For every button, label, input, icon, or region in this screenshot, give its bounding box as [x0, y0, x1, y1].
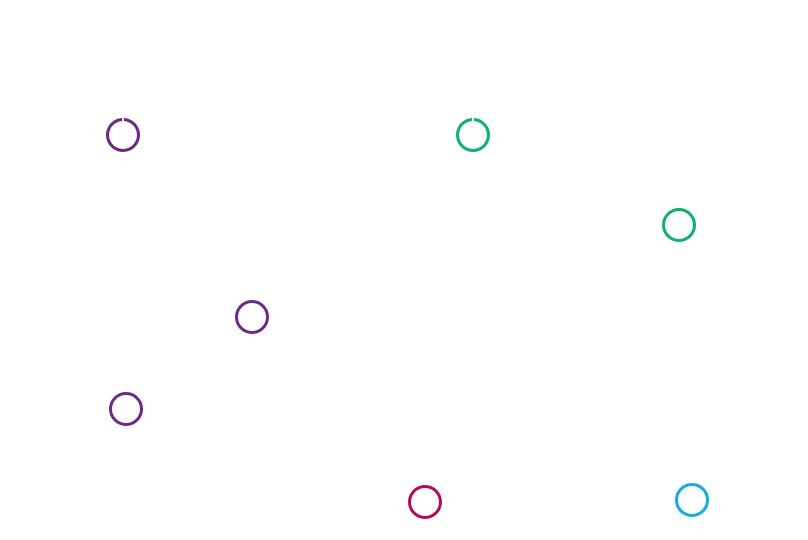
ring-purple-2[interactable] — [235, 300, 269, 334]
ring-green-2[interactable] — [662, 208, 696, 242]
ring-purple-3[interactable] — [109, 392, 143, 426]
ring-purple-1[interactable] — [106, 118, 140, 152]
ring-green-1[interactable] — [456, 118, 490, 152]
ring-magenta-1[interactable] — [408, 485, 442, 519]
ring-cyan-1[interactable] — [675, 483, 709, 517]
